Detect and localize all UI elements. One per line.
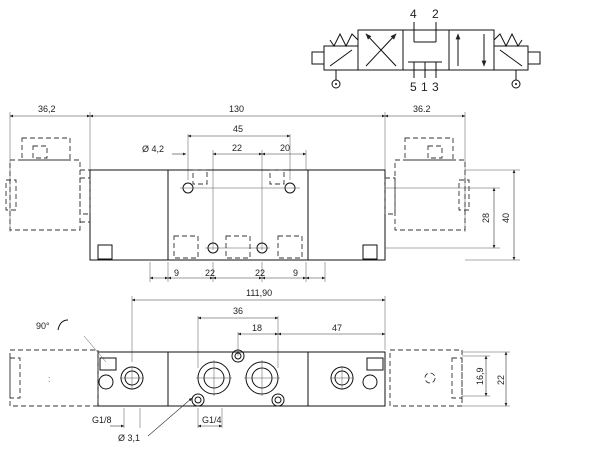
- port-label-4: 4: [410, 7, 417, 21]
- dim-47: 47: [332, 323, 342, 333]
- port-label-2: 2: [432, 7, 439, 21]
- port-label-5: 5: [410, 80, 417, 94]
- dim-left-coil: 36,2: [38, 104, 56, 114]
- dim-22-bottom-a: 22: [205, 268, 215, 278]
- dim-total-length: 130: [229, 104, 244, 114]
- dim-9-left: 9: [174, 268, 179, 278]
- dim-20: 20: [280, 143, 290, 153]
- label-g18: G1/8: [92, 415, 112, 425]
- spring-right-icon: [493, 32, 523, 48]
- pilot-right-icon: [511, 79, 521, 89]
- dim-hole-diameter: Ø 4,2: [142, 144, 164, 154]
- coil-outline-right: [394, 159, 466, 231]
- dim-111-90: 111,90: [246, 288, 272, 298]
- dim-right-coil: 36.2: [413, 104, 431, 114]
- dim-22-bottom-b: 22: [255, 268, 265, 278]
- dim-22: 22: [496, 375, 506, 385]
- label-dia-3-1: Ø 3,1: [118, 433, 140, 443]
- valve-body-front: [89, 169, 386, 261]
- pilot-left-icon: [331, 79, 341, 89]
- coil-outline-left: [9, 349, 99, 407]
- dim-36: 36: [233, 306, 243, 316]
- port-label-3: 3: [432, 80, 439, 94]
- fixing-hole: [231, 349, 245, 363]
- dim-height-40: 40: [501, 213, 511, 223]
- fixing-hole: [271, 393, 285, 407]
- valve-envelope: [357, 29, 495, 71]
- coil-outline-left: [9, 159, 81, 231]
- dim-9-right: 9: [293, 268, 298, 278]
- front-view: 36,2 130 36.2 45 Ø 4,2 22 20: [5, 104, 520, 282]
- dim-45: 45: [233, 124, 243, 134]
- pneumatic-symbol: 4 2 5 1 3: [311, 7, 541, 94]
- top-view: 111,90 36 18 47 90°: [9, 288, 510, 443]
- svg-text::: :: [48, 374, 51, 384]
- port-label-1: 1: [421, 80, 428, 94]
- dim-22-top: 22: [232, 143, 242, 153]
- spring-left-icon: [329, 32, 359, 48]
- dim-18: 18: [252, 323, 262, 333]
- coil-outline-right: [389, 349, 463, 407]
- fixing-hole: [191, 393, 205, 407]
- label-g14: G1/4: [202, 415, 222, 425]
- rotation-label: 90°: [36, 321, 50, 331]
- dim-height-28: 28: [481, 213, 491, 223]
- dim-16-9: 16,9: [475, 367, 485, 385]
- rotate-arrow-icon: [57, 319, 69, 331]
